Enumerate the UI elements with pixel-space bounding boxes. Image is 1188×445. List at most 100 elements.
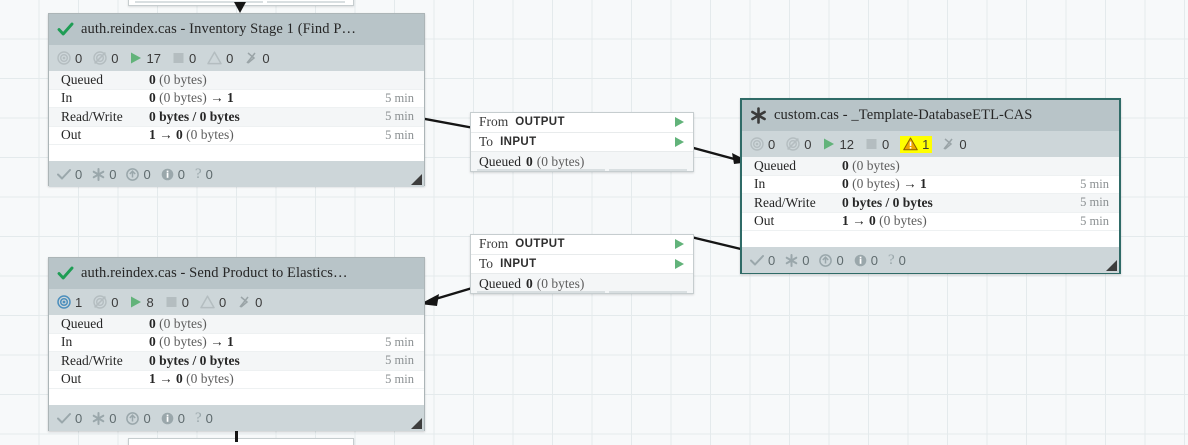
status-transmitting[interactable]: 1 <box>57 295 82 310</box>
process-group-title: auth.reindex.cas - Send Product to Elast… <box>81 265 348 281</box>
footer-question[interactable]: ? 0 <box>194 165 213 182</box>
status-stopped-count: 0 <box>188 50 197 66</box>
status-disabled-count: 0 <box>262 50 270 66</box>
not-transmitting-icon <box>786 137 800 151</box>
asterisk-icon <box>92 411 105 425</box>
status-running[interactable]: 8 <box>129 294 154 310</box>
connection-to-label: To <box>479 255 494 271</box>
footer-up-arrow[interactable]: 0 <box>126 411 151 426</box>
connection-from-label: From <box>479 236 509 252</box>
connection-label-partial-bottom[interactable] <box>128 438 354 445</box>
status-warning[interactable]: 0 <box>200 295 226 310</box>
process-group-header[interactable]: auth.reindex.cas - Inventory Stage 1 (Fi… <box>49 14 424 45</box>
status-running[interactable]: 17 <box>129 51 161 66</box>
connection-from-row[interactable]: From OUTPUT <box>471 113 693 133</box>
footer-question[interactable]: ? 0 <box>195 410 213 426</box>
stat-value: 1 → 0 (0 bytes) <box>842 213 1080 229</box>
connection-label-bottom[interactable]: From OUTPUT To INPUT Queued 0 (0 bytes) <box>470 234 694 294</box>
status-not-transmitting[interactable]: 0 <box>93 51 118 66</box>
connection-to-row[interactable]: To INPUT <box>471 133 693 152</box>
process-group-header[interactable]: custom.cas - _Template-DatabaseETL-CAS <box>742 100 1119 131</box>
go-to-source-icon[interactable] <box>673 238 686 250</box>
go-to-source-icon[interactable] <box>673 116 686 128</box>
stat-after: 0 <box>176 127 183 143</box>
footer-up-arrow[interactable]: 0 <box>819 252 844 268</box>
up-arrow-circle-icon <box>819 253 833 267</box>
status-stopped[interactable]: 0 <box>865 137 889 152</box>
stat-value: 0 (0 bytes) → 1 <box>149 90 385 106</box>
footer-asterisk[interactable]: 0 <box>92 411 116 426</box>
check-icon <box>57 168 71 181</box>
resize-handle[interactable] <box>1106 260 1117 271</box>
footer-check[interactable]: 0 <box>750 253 775 268</box>
question-mark-icon: ? <box>194 165 202 182</box>
connection-to-row[interactable]: To INPUT <box>471 255 693 274</box>
status-stopped[interactable]: 0 <box>165 295 189 310</box>
stat-number: 0 bytes / 0 bytes <box>149 108 240 124</box>
status-disabled[interactable]: 0 <box>244 50 270 66</box>
warning-icon <box>207 51 222 65</box>
process-group-database-etl-cas[interactable]: custom.cas - _Template-DatabaseETL-CAS 0 <box>740 98 1121 274</box>
status-disabled[interactable]: 0 <box>237 295 262 310</box>
stat-value: 0 bytes / 0 bytes <box>149 353 385 369</box>
footer-up-arrow-count: 0 <box>836 252 844 268</box>
footer-info[interactable]: 0 <box>854 253 878 268</box>
stat-row-out: Out 1 → 0 (0 bytes) 5 min <box>49 127 424 145</box>
stat-bytes: (0 bytes) <box>159 334 207 350</box>
queue-bar <box>135 1 345 3</box>
up-arrow-circle-icon <box>126 411 140 425</box>
check-icon <box>750 254 764 267</box>
status-stopped[interactable]: 0 <box>172 51 196 66</box>
question-mark-icon: ? <box>887 251 895 268</box>
status-not-transmitting[interactable]: 0 <box>93 295 118 310</box>
resize-handle[interactable] <box>411 418 422 429</box>
status-transmitting-count: 1 <box>75 294 83 310</box>
status-not-transmitting[interactable]: 0 <box>786 137 811 152</box>
process-group-inventory-stage-1[interactable]: auth.reindex.cas - Inventory Stage 1 (Fi… <box>48 13 425 187</box>
go-to-destination-icon[interactable] <box>673 136 686 148</box>
stat-bytes: (0 bytes) <box>852 157 900 173</box>
footer-asterisk[interactable]: 0 <box>785 253 809 268</box>
status-transmitting[interactable]: 0 <box>57 51 82 66</box>
stat-time: 5 min <box>385 90 414 105</box>
stat-arrow: → <box>210 90 224 106</box>
status-warning[interactable]: 1 <box>900 135 933 153</box>
process-group-footer: 0 0 0 <box>49 405 424 431</box>
footer-check[interactable]: 0 <box>57 167 82 182</box>
stat-label: Out <box>61 127 82 143</box>
connection-from-row[interactable]: From OUTPUT <box>471 235 693 255</box>
status-disabled[interactable]: 0 <box>941 137 967 152</box>
resize-handle[interactable] <box>411 174 422 185</box>
footer-asterisk[interactable]: 0 <box>92 167 116 182</box>
footer-check[interactable]: 0 <box>57 411 82 426</box>
stat-number: 0 <box>149 71 156 87</box>
stat-value: 0 (0 bytes) <box>149 316 414 332</box>
stat-row-queued: Queued 0 (0 bytes) <box>49 315 424 334</box>
stat-arrow: → <box>210 334 224 350</box>
status-transmitting[interactable]: 0 <box>750 137 775 152</box>
process-group-header[interactable]: auth.reindex.cas - Send Product to Elast… <box>49 258 424 289</box>
stat-label: In <box>61 90 73 106</box>
stat-number: 0 <box>842 157 849 173</box>
stat-row-in: In 0 (0 bytes) → 1 5 min <box>49 90 424 108</box>
status-running[interactable]: 12 <box>822 137 854 152</box>
footer-question[interactable]: ? 0 <box>887 251 906 268</box>
process-group-send-product-to-elastic[interactable]: auth.reindex.cas - Send Product to Elast… <box>48 257 425 431</box>
warning-icon <box>903 137 918 151</box>
footer-info[interactable]: 0 <box>161 167 185 182</box>
stat-row-out: Out 1 → 0 (0 bytes) 5 min <box>742 213 1119 231</box>
connection-from-label: From <box>479 114 509 130</box>
stat-label: Read/Write <box>754 194 816 210</box>
footer-up-arrow[interactable]: 0 <box>126 167 151 182</box>
stat-value: 0 (0 bytes) → 1 <box>149 334 385 350</box>
footer-info[interactable]: 0 <box>161 411 185 426</box>
stat-bytes: (0 bytes) <box>186 127 234 143</box>
connection-queued-label: Queued <box>479 275 521 291</box>
stat-label: Read/Write <box>61 108 123 124</box>
go-to-destination-icon[interactable] <box>673 258 686 270</box>
connection-label-top[interactable]: From OUTPUT To INPUT Queued 0 (0 bytes) <box>470 112 694 172</box>
status-warning[interactable]: 0 <box>207 51 233 66</box>
stat-time: 5 min <box>385 371 414 386</box>
status-running-count: 8 <box>146 294 154 310</box>
